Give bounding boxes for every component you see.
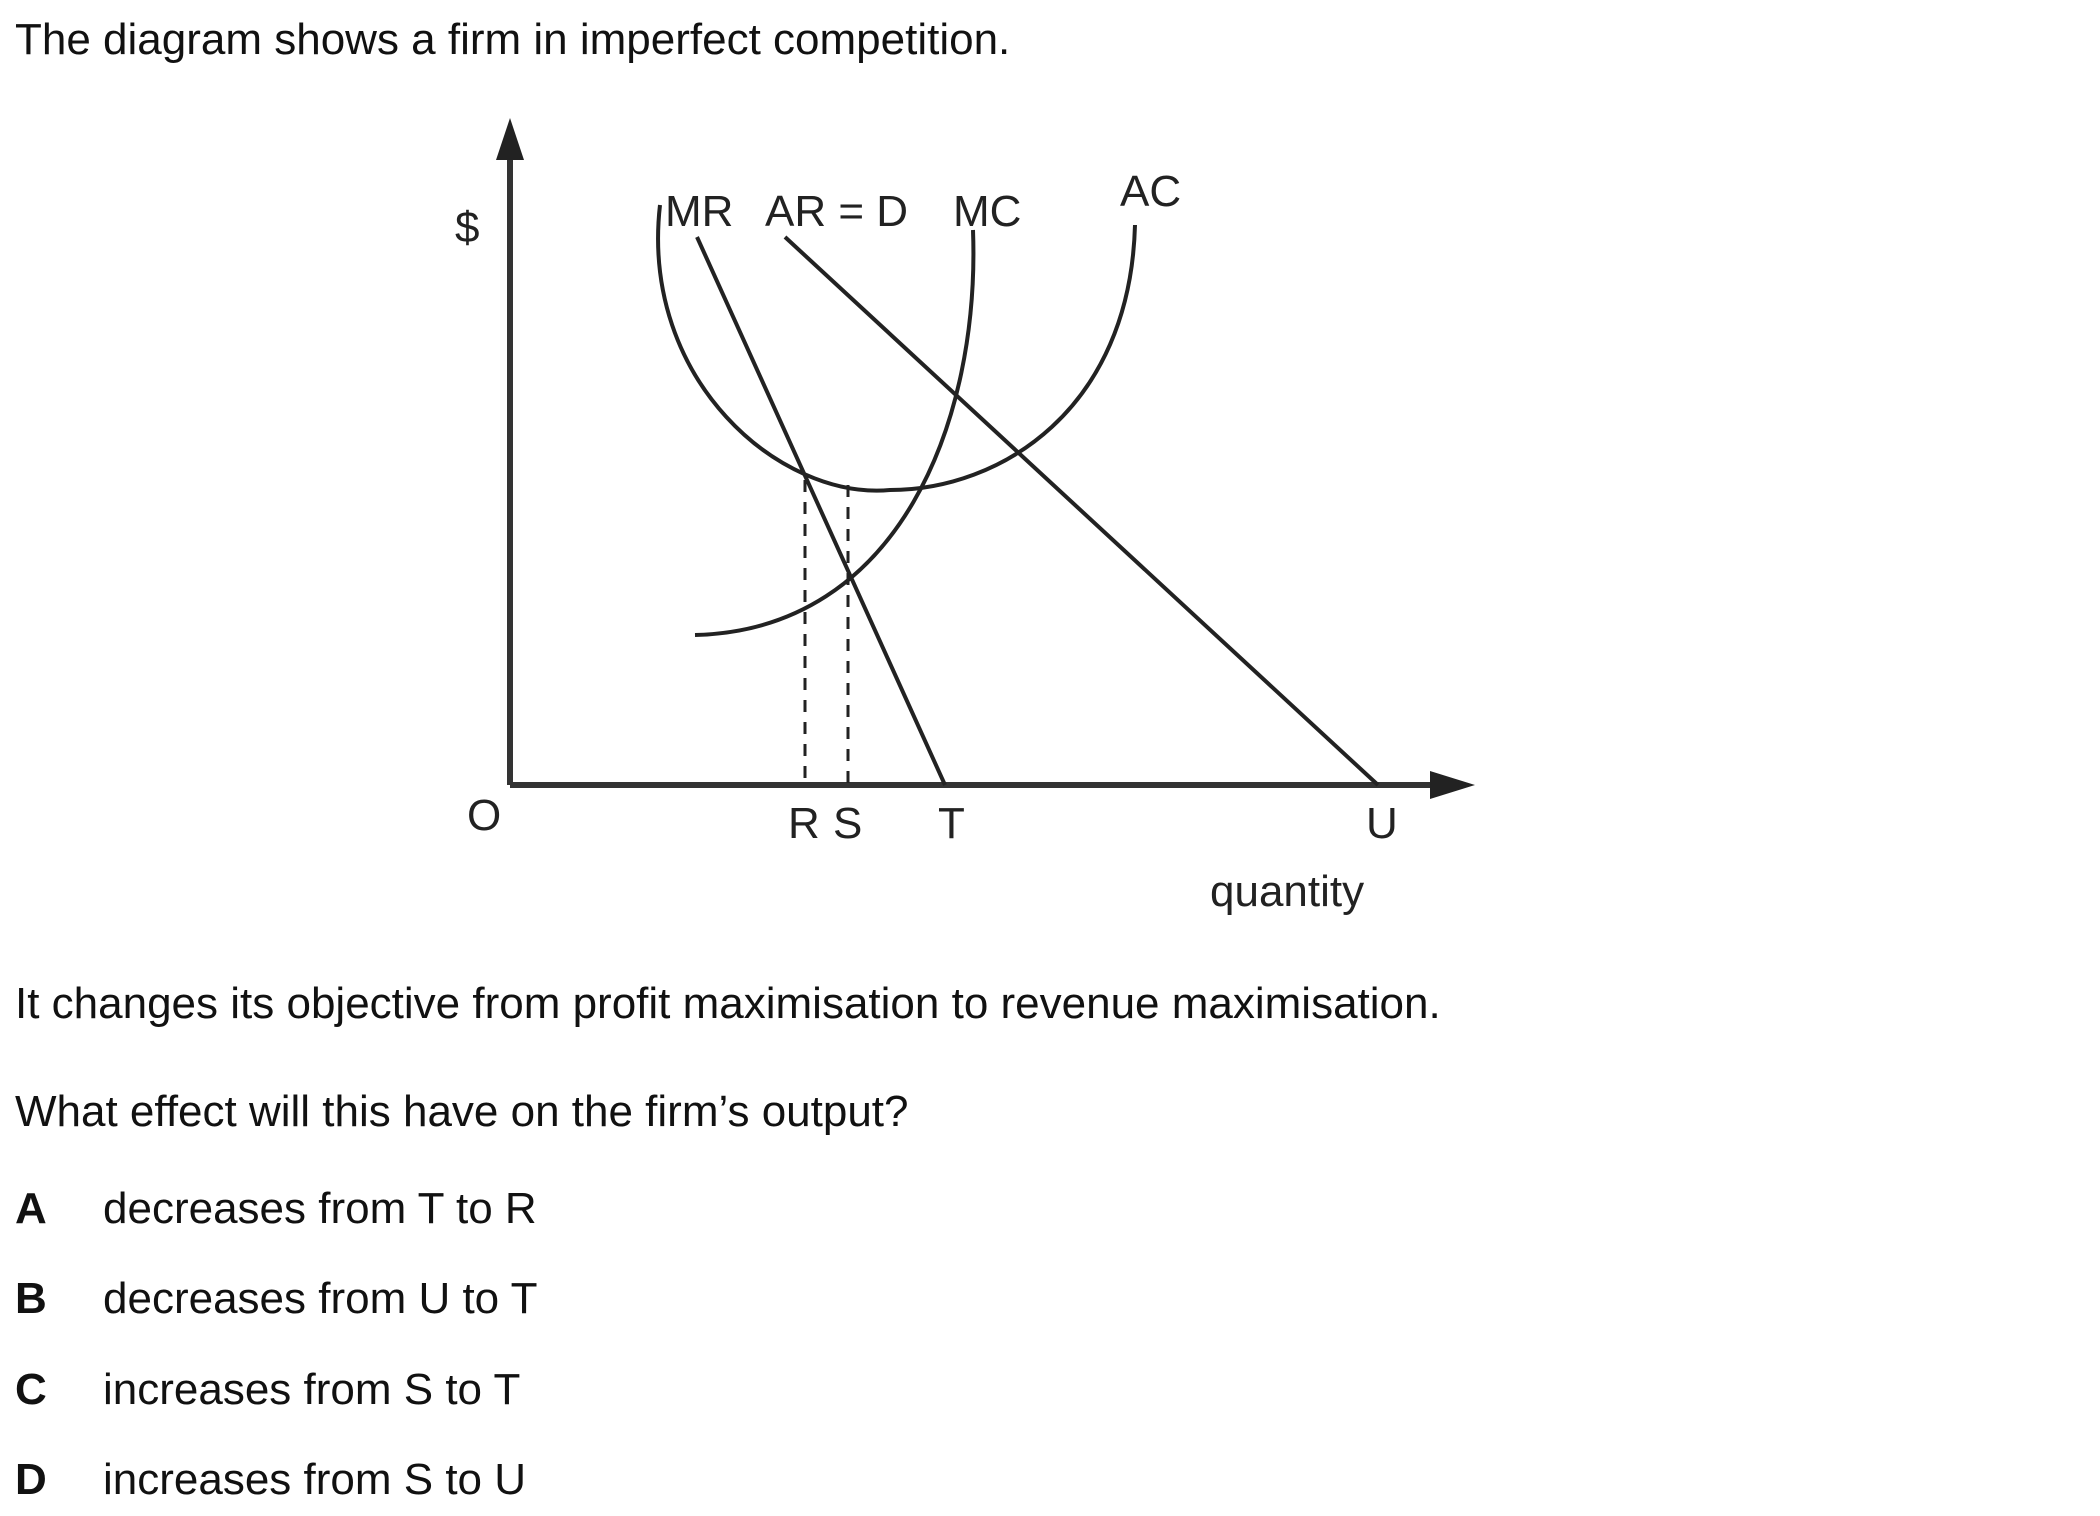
ac-label: AC [1120, 167, 1181, 216]
x-axis-arrow [1430, 771, 1475, 799]
option-letter: A [15, 1184, 47, 1233]
y-axis-arrow [496, 118, 524, 160]
x-axis-label: quantity [1210, 867, 1364, 916]
mr-line [695, 236, 947, 786]
option-text: decreases from U to T [103, 1274, 538, 1323]
x-point-r: R [788, 799, 820, 848]
ar-demand-line [783, 235, 1380, 787]
x-point-u: U [1366, 799, 1398, 848]
ac-curve [656, 204, 1137, 493]
origin-label: O [467, 791, 501, 840]
intro-text: The diagram shows a firm in imperfect co… [15, 15, 1011, 64]
option-text: increases from S to U [103, 1455, 527, 1504]
mr-label: MR [665, 187, 733, 236]
option-text: increases from S to T [103, 1365, 521, 1414]
x-point-s: S [833, 799, 862, 848]
mc-label: MC [953, 187, 1021, 236]
mc-curve [694, 229, 976, 637]
option-letter: C [15, 1365, 47, 1414]
option-letter: D [15, 1455, 47, 1504]
option-letter: B [15, 1274, 47, 1323]
x-point-t: T [938, 799, 965, 848]
option-text: decreases from T to R [103, 1184, 537, 1233]
change-text: It changes its objective from profit max… [15, 979, 1441, 1028]
ar-label: AR = D [765, 187, 908, 236]
y-axis-label: $ [455, 203, 479, 252]
question-text: What effect will this have on the firm’s… [15, 1087, 909, 1136]
